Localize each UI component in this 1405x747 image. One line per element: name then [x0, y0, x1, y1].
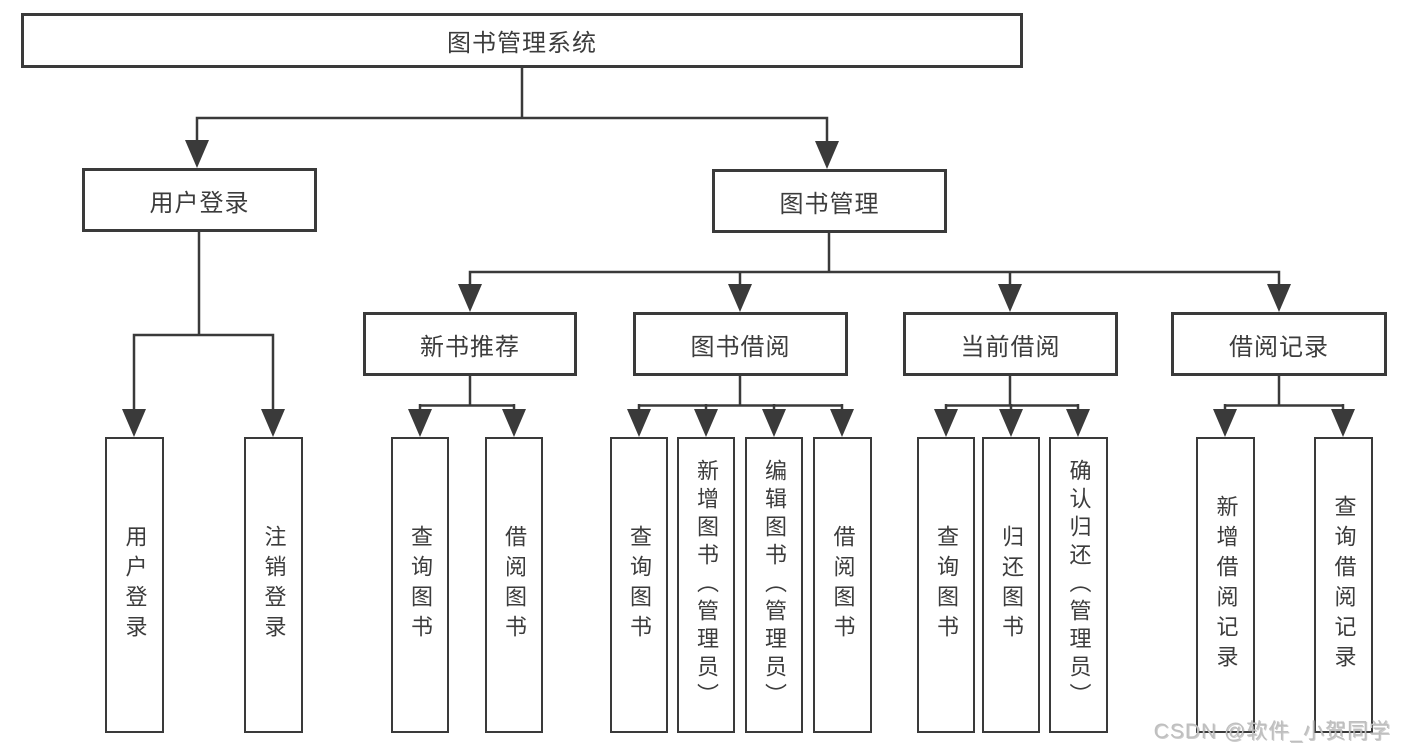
node-label: 新增图书（管理员） — [694, 459, 719, 711]
node-label: 确认归还（管理员） — [1066, 459, 1092, 711]
edge-current-borrow-to-leaves — [934, 376, 1090, 437]
node-label: 注销登录 — [261, 525, 287, 645]
node-label: 借阅图书 — [830, 525, 856, 645]
leaf-confirm-return-admin: 确认归还（管理员） — [1049, 437, 1108, 733]
node-label: 图书管理系统 — [447, 30, 597, 57]
leaf-borrow-books: 借阅图书 — [813, 437, 872, 733]
arrowhead — [762, 409, 786, 437]
arrowhead — [185, 140, 209, 168]
arrowhead — [1267, 284, 1291, 312]
edge-borrow-record-to-leaves — [1213, 376, 1355, 437]
node-user-login: 用户登录 — [82, 168, 317, 232]
leaf-query-books-borrow: 查询图书 — [610, 437, 668, 733]
node-label: 新增借阅记录 — [1213, 495, 1239, 675]
node-label: 查询图书 — [934, 525, 959, 645]
node-book-management: 图书管理 — [712, 169, 947, 233]
node-borrow-records: 借阅记录 — [1171, 312, 1387, 376]
leaf-query-books-current: 查询图书 — [917, 437, 975, 733]
node-label: 图书管理 — [779, 190, 880, 218]
arrowhead — [998, 284, 1022, 312]
node-label: 图书借阅 — [690, 333, 791, 361]
node-label: 查询图书 — [627, 525, 652, 645]
arrowhead — [728, 284, 752, 312]
leaf-add-borrow-record: 新增借阅记录 — [1196, 437, 1255, 733]
node-new-book-recommend: 新书推荐 — [363, 312, 577, 376]
arrowhead — [934, 409, 958, 437]
node-current-borrow: 当前借阅 — [903, 312, 1118, 376]
leaf-user-login: 用户登录 — [105, 437, 164, 733]
arrowhead — [261, 409, 285, 437]
edge-user-login-to-leaves — [122, 232, 285, 437]
node-label: 当前借阅 — [960, 333, 1061, 361]
leaf-add-books-admin: 新增图书（管理员） — [677, 437, 735, 733]
node-label: 用户登录 — [149, 189, 250, 217]
leaf-query-borrow-record: 查询借阅记录 — [1314, 437, 1373, 733]
arrowhead — [122, 409, 146, 437]
arrowhead — [830, 409, 854, 437]
edge-new-book-rec-to-leaves — [408, 376, 526, 437]
node-label: 编辑图书（管理员） — [762, 459, 787, 711]
arrowhead — [815, 141, 839, 169]
node-label: 查询借阅记录 — [1331, 495, 1357, 675]
arrowhead — [502, 409, 526, 437]
leaf-borrow-books-recommend: 借阅图书 — [485, 437, 543, 733]
node-label: 新书推荐 — [420, 333, 520, 361]
edge-book-mgmt-to-level3 — [458, 233, 1291, 312]
arrowhead — [694, 409, 718, 437]
node-label: 借阅记录 — [1229, 333, 1329, 361]
leaf-edit-books-admin: 编辑图书（管理员） — [745, 437, 803, 733]
leaf-return-books: 归还图书 — [982, 437, 1040, 733]
node-label: 查询图书 — [408, 525, 433, 645]
edge-book-borrow-to-leaves — [627, 376, 854, 437]
leaf-logout-login: 注销登录 — [244, 437, 303, 733]
arrowhead — [999, 409, 1023, 437]
edge-root-to-level2 — [185, 68, 839, 169]
node-label: 用户登录 — [122, 525, 148, 645]
arrowhead — [1331, 409, 1355, 437]
node-root-system: 图书管理系统 — [21, 13, 1023, 68]
arrowhead — [1213, 409, 1237, 437]
arrowhead — [1066, 409, 1090, 437]
arrowhead — [627, 409, 651, 437]
watermark: CSDN @软件_小贺同学 — [1153, 720, 1391, 743]
arrowhead — [458, 284, 482, 312]
node-label: 归还图书 — [999, 525, 1024, 645]
node-label: 借阅图书 — [502, 525, 527, 645]
arrowhead — [408, 409, 432, 437]
node-book-borrow: 图书借阅 — [633, 312, 848, 376]
leaf-query-books-recommend: 查询图书 — [391, 437, 449, 733]
